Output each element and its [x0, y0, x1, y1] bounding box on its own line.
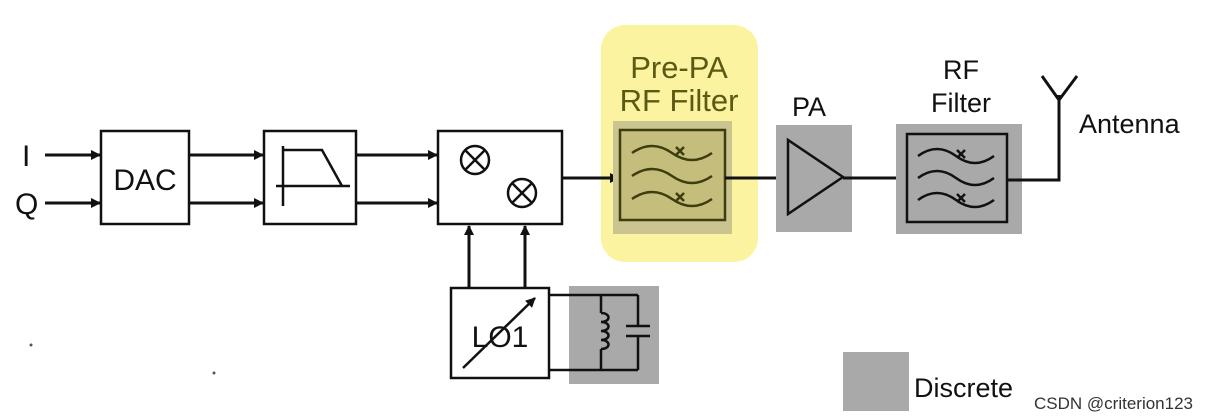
rf-filter-block: [905, 132, 1009, 224]
i-input-label: I: [22, 140, 30, 173]
pre-pa-title-line1: Pre-PA: [630, 50, 728, 85]
antenna-label: Antenna: [1079, 109, 1181, 139]
lowpass-filter-block: [262, 129, 358, 226]
dac-label: DAC: [113, 164, 176, 197]
stray-dot-center: [212, 371, 216, 375]
lowpass-response-icon: [276, 146, 350, 206]
dac-block: [99, 129, 191, 226]
legend-discrete-label: Discrete: [914, 373, 1013, 403]
pre-pa-title-line2: RF Filter: [620, 83, 739, 118]
rf-filter-icon: [917, 147, 995, 209]
watermark: CSDN @criterion123: [1034, 394, 1193, 413]
q-input-label: Q: [15, 188, 38, 221]
lo-tuning-arrow: [462, 297, 536, 369]
stray-dot-left: [29, 343, 33, 347]
rf-filter-title-line2: Filter: [931, 88, 991, 118]
antenna-icon: [1040, 75, 1079, 103]
rf-filter-title-line1: RF: [943, 55, 979, 85]
rffilter-to-antenna-line: [1007, 95, 1061, 182]
mixer-i-icon: [459, 144, 491, 176]
mixer-q-icon: [506, 177, 538, 209]
pa-title: PA: [792, 92, 826, 122]
pre-pa-filter-icon: [631, 144, 713, 208]
lo-label: LO1: [472, 321, 529, 354]
mixer-block: [436, 129, 564, 226]
pa-triangle-icon: [786, 137, 846, 217]
lc-tank-icon: [549, 293, 650, 372]
legend-discrete-swatch: [843, 352, 909, 411]
